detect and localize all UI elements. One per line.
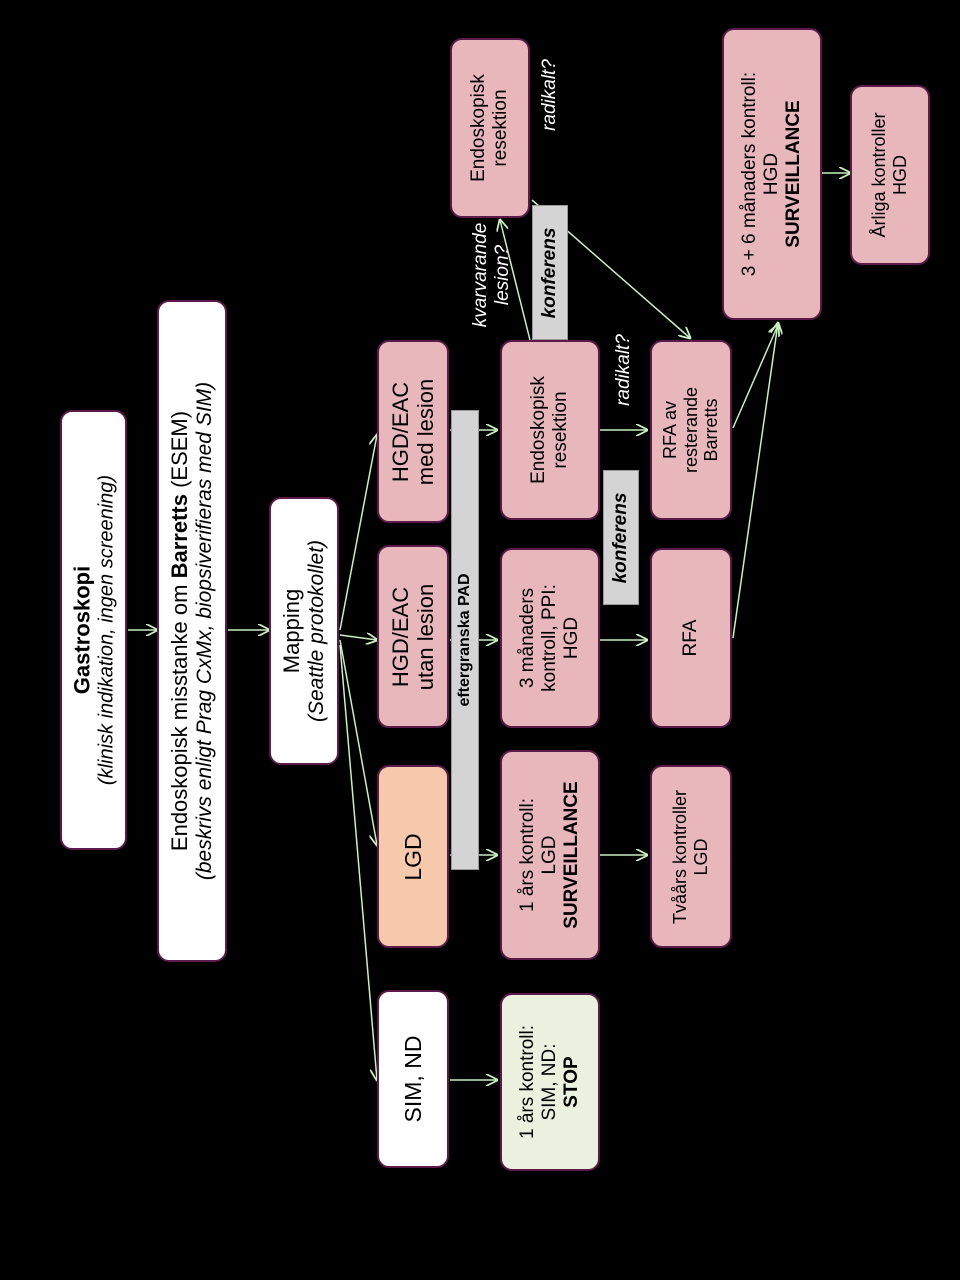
radikalt-label-2: radikalt? — [613, 334, 635, 406]
gastroskopi-box: Gastroskopi (klinisk indikation, ingen s… — [60, 410, 127, 850]
resektion-line1: Endoskopisk — [528, 376, 550, 484]
sim-nd-label: SIM, ND — [399, 1035, 426, 1123]
rfa-rest-line3: Barretts — [701, 398, 722, 462]
eftergranska-pad-label: eftergranska PAD — [455, 573, 473, 707]
hgd-3m-box: 3 månaders kontroll, PPI: HGD — [500, 548, 600, 728]
sim-stop-line2: SIM, ND: — [539, 1043, 561, 1121]
hgd-3m-line2: kontroll, PPI: — [539, 584, 561, 692]
konferens-bar-1: konferens — [532, 205, 568, 340]
tvaars-line2: LGD — [691, 838, 711, 876]
surveillance-3-6-box: 3 + 6 månaders kontroll: HGD SURVEILLANC… — [722, 28, 822, 320]
gastroskopi-title: Gastroskopi — [69, 565, 95, 695]
rfa-label: RFA — [680, 619, 702, 657]
lgd-surv-line1: 1 års kontroll: — [517, 797, 539, 913]
mapping-title: Mapping — [279, 588, 305, 674]
esem-line2: (beskrivs enligt Prag CxMx, biopsiverifi… — [192, 381, 216, 881]
gastroskopi-subtitle: (klinisk indikation, ingen screening) — [94, 474, 117, 786]
radikalt-label-1: radikalt? — [539, 59, 561, 131]
arrow-mapping-hgd-no-lesion — [339, 635, 377, 640]
hgd-3m-line1: 3 månaders — [517, 587, 539, 689]
arrow-rfa-rest-surv — [732, 325, 778, 429]
mapping-subtitle: (Seattle protokollet) — [304, 539, 328, 723]
mapping-box: Mapping (Seattle protokollet) — [269, 497, 339, 765]
sim-stop-box: 1 års kontroll: SIM, ND: STOP — [500, 993, 600, 1171]
esem-box: Endoskopisk misstanke om Barretts (ESEM)… — [157, 300, 227, 962]
lgd-label: LGD — [399, 832, 426, 881]
konferens-label-2: konferens — [610, 492, 632, 583]
arliga-line2: HGD — [890, 155, 910, 195]
sim-stop-line1: 1 års kontroll: — [517, 1024, 539, 1140]
hgd-lesion-line2: med lesion — [413, 378, 438, 485]
arrow-resektion-resektion2 — [500, 220, 531, 341]
arrow-mapping-sim — [339, 644, 377, 1080]
lgd-surv-line3: SURVEILLANCE — [560, 781, 582, 929]
hgd-lesion-box: HGD/EAC med lesion — [377, 340, 449, 523]
arrow-rfa-surv — [732, 323, 778, 639]
lgd-surveillance-box: 1 års kontroll: LGD SURVEILLANCE — [500, 750, 600, 960]
hgd-3m-line3: HGD — [560, 616, 582, 660]
sim-nd-box: SIM, ND — [377, 990, 449, 1168]
hgd-no-lesion-line1: HGD/EAC — [387, 586, 413, 687]
rfa-rest-line1: RFA av — [659, 400, 680, 460]
hgd-lesion-line1: HGD/EAC — [387, 381, 413, 482]
surv-3-6-line1: 3 + 6 månaders kontroll: — [739, 71, 761, 277]
lgd-box: LGD — [377, 765, 449, 948]
surv-3-6-line2: HGD — [761, 152, 783, 196]
arrow-mapping-lgd — [339, 639, 377, 845]
arliga-box: Årliga kontroller HGD — [850, 85, 930, 265]
esem-line1: Endoskopisk misstanke om Barretts (ESEM) — [167, 410, 193, 852]
hgd-no-lesion-box: HGD/EAC utan lesion — [377, 545, 449, 728]
eftergranska-pad-bar: eftergranska PAD — [451, 410, 479, 870]
resektion2-line2: resektion — [490, 89, 511, 167]
resektion2-line1: Endoskopisk — [468, 74, 490, 182]
surv-3-6-line3: SURVEILLANCE — [782, 100, 804, 248]
sim-stop-line3: STOP — [560, 1056, 582, 1108]
tvaars-box: Tvåårs kontroller LGD — [650, 765, 732, 948]
rfa-box: RFA — [650, 548, 732, 728]
tvaars-line1: Tvåårs kontroller — [670, 789, 691, 924]
rfa-rest-box: RFA av resterande Barretts — [650, 340, 732, 520]
arrow-mapping-hgd-lesion — [339, 435, 377, 631]
hgd-no-lesion-line2: utan lesion — [413, 583, 438, 690]
resektion2-box: Endoskopisk resektion — [450, 38, 530, 218]
arliga-line1: Årliga kontroller — [869, 112, 890, 238]
resektion-box: Endoskopisk resektion — [500, 340, 600, 520]
lgd-surv-line2: LGD — [539, 835, 561, 875]
rfa-rest-line2: resterande — [680, 386, 701, 474]
konferens-bar-2: konferens — [603, 470, 639, 605]
resektion-line2: resektion — [550, 391, 571, 469]
konferens-label-1: konferens — [539, 227, 561, 318]
kvarvarande-label: kvarvarande lesion? — [470, 222, 513, 328]
